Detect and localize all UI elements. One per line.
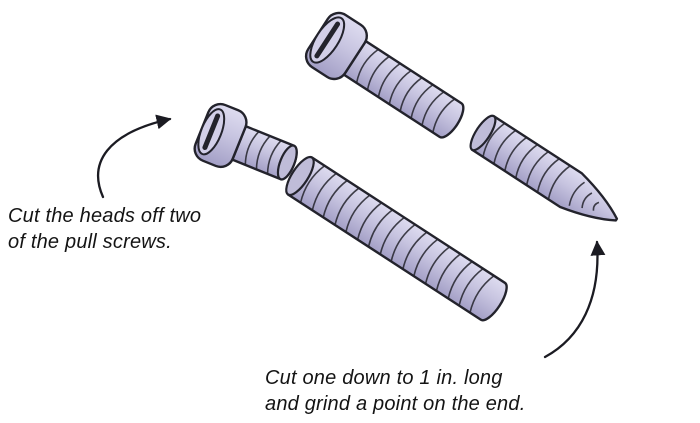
annotation-cut-and-grind: Cut one down to 1 in. long and grind a p…	[265, 365, 525, 418]
thread-lines	[299, 165, 495, 313]
cut-screw-head-illustration	[193, 102, 298, 181]
screw-slot-groove	[314, 21, 341, 59]
thread-lines	[355, 48, 456, 133]
annotation-line-2: of the pull screws.	[8, 231, 172, 254]
cut-end-face	[276, 144, 298, 181]
curved-arrow-to-cut-head	[97, 114, 172, 199]
screw-shank	[342, 39, 465, 139]
pointed-screw-piece-illustration	[469, 114, 619, 222]
cut-end-face	[285, 155, 315, 197]
thread-lines	[482, 122, 600, 211]
full-screw-illustration	[304, 11, 465, 139]
thread-lines	[244, 130, 282, 174]
cut-end-face	[469, 114, 497, 152]
curved-arrow-to-pointed-piece	[543, 240, 606, 359]
screw-shank	[286, 156, 508, 322]
annotation-line-2: and grind a point on the end.	[265, 393, 526, 416]
screw-shank-with-point	[470, 115, 619, 222]
screw-slot-groove	[202, 113, 221, 151]
annotation-line-1: Cut the heads off two	[8, 205, 202, 227]
annotation-line-1: Cut one down to 1 in. long	[265, 367, 503, 389]
headless-screw-shaft-illustration	[285, 155, 508, 322]
annotation-cut-heads: Cut the heads off two of the pull screws…	[8, 203, 201, 256]
